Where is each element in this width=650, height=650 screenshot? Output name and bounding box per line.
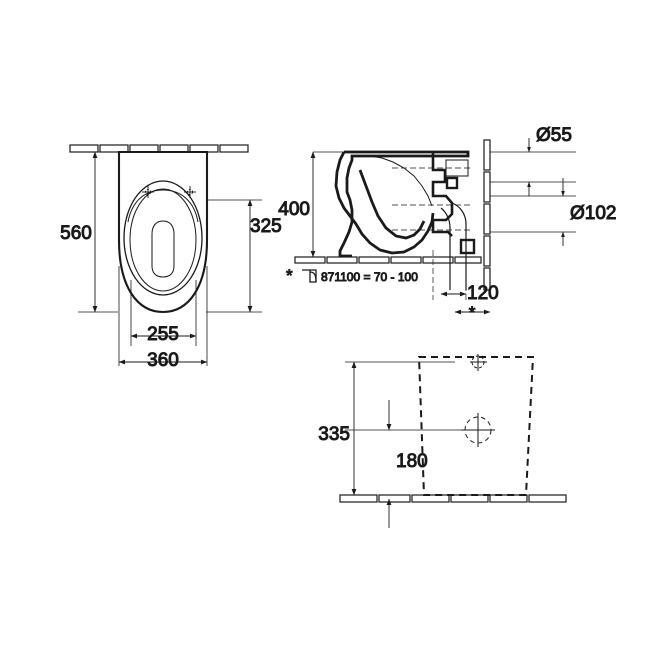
plan-extension-lines bbox=[78, 151, 262, 366]
side-outlet-detail-2 bbox=[445, 176, 459, 190]
side-body-left-profile bbox=[338, 150, 470, 258]
dim-255: 255 bbox=[130, 324, 197, 346]
dim-dia-55: Ø55 bbox=[527, 125, 572, 196]
dim-120-label: 120 bbox=[467, 283, 499, 304]
side-body-outer-profile bbox=[334, 151, 435, 255]
footnote-text: 871100 = 70 - 100 bbox=[321, 270, 418, 284]
dim-335-label: 335 bbox=[318, 424, 350, 445]
dim-360-label: 360 bbox=[147, 350, 179, 371]
plan-fixing-marks bbox=[142, 186, 196, 198]
front-floor-hatch bbox=[339, 494, 567, 503]
dim-dia-102: Ø102 bbox=[561, 178, 617, 246]
dim-560-label: 560 bbox=[60, 223, 92, 244]
plan-seat-inner-arc bbox=[127, 189, 199, 223]
dim-400: 400 bbox=[278, 151, 344, 258]
dim-dia-55-label: Ø55 bbox=[536, 125, 572, 146]
plan-seat-outer bbox=[123, 180, 203, 296]
side-pipe-fitting bbox=[459, 238, 476, 255]
dim-560: 560 bbox=[60, 151, 98, 313]
side-construction-lines bbox=[392, 167, 470, 300]
side-waste-pipe-inner bbox=[440, 207, 451, 290]
front-fixing-lower bbox=[461, 413, 495, 447]
side-floor-hatch bbox=[294, 256, 482, 264]
front-fixing-upper bbox=[470, 354, 487, 371]
side-footnote: * 871100 = 70 - 100 bbox=[286, 266, 419, 286]
footnote-bracket-icon bbox=[302, 269, 317, 283]
side-bowl-trap-curve bbox=[358, 169, 426, 240]
dim-255-label: 255 bbox=[147, 324, 179, 345]
dim-180: 180 bbox=[386, 400, 428, 528]
front-extension-lines bbox=[345, 361, 462, 431]
dim-325: 325 bbox=[247, 199, 282, 313]
dim-star-gap: * bbox=[454, 303, 491, 323]
front-body-outline bbox=[417, 356, 535, 496]
dim-400-label: 400 bbox=[278, 199, 310, 220]
dim-360: 360 bbox=[118, 350, 208, 372]
plan-bowl-opening bbox=[151, 220, 175, 278]
plan-view: 560 325 255 360 bbox=[60, 144, 282, 372]
side-wall-hatch bbox=[483, 139, 491, 291]
plan-bowl-outline bbox=[117, 150, 209, 314]
plan-seat-inner bbox=[129, 188, 197, 292]
front-view: 335 180 bbox=[318, 354, 567, 528]
dim-120: 120 bbox=[440, 283, 499, 305]
dim-325-label: 325 bbox=[250, 216, 282, 237]
footnote-star: * bbox=[286, 266, 293, 285]
side-view: 400 Ø55 Ø102 120 * bbox=[278, 125, 617, 323]
dim-dia-102-label: Ø102 bbox=[570, 203, 616, 224]
side-waste-pipe-outer bbox=[451, 202, 467, 290]
footnote-bracket-curve bbox=[309, 271, 317, 283]
dim-335: 335 bbox=[318, 361, 357, 496]
dim-star-label: * bbox=[469, 303, 476, 322]
dim-180-label: 180 bbox=[396, 451, 428, 472]
